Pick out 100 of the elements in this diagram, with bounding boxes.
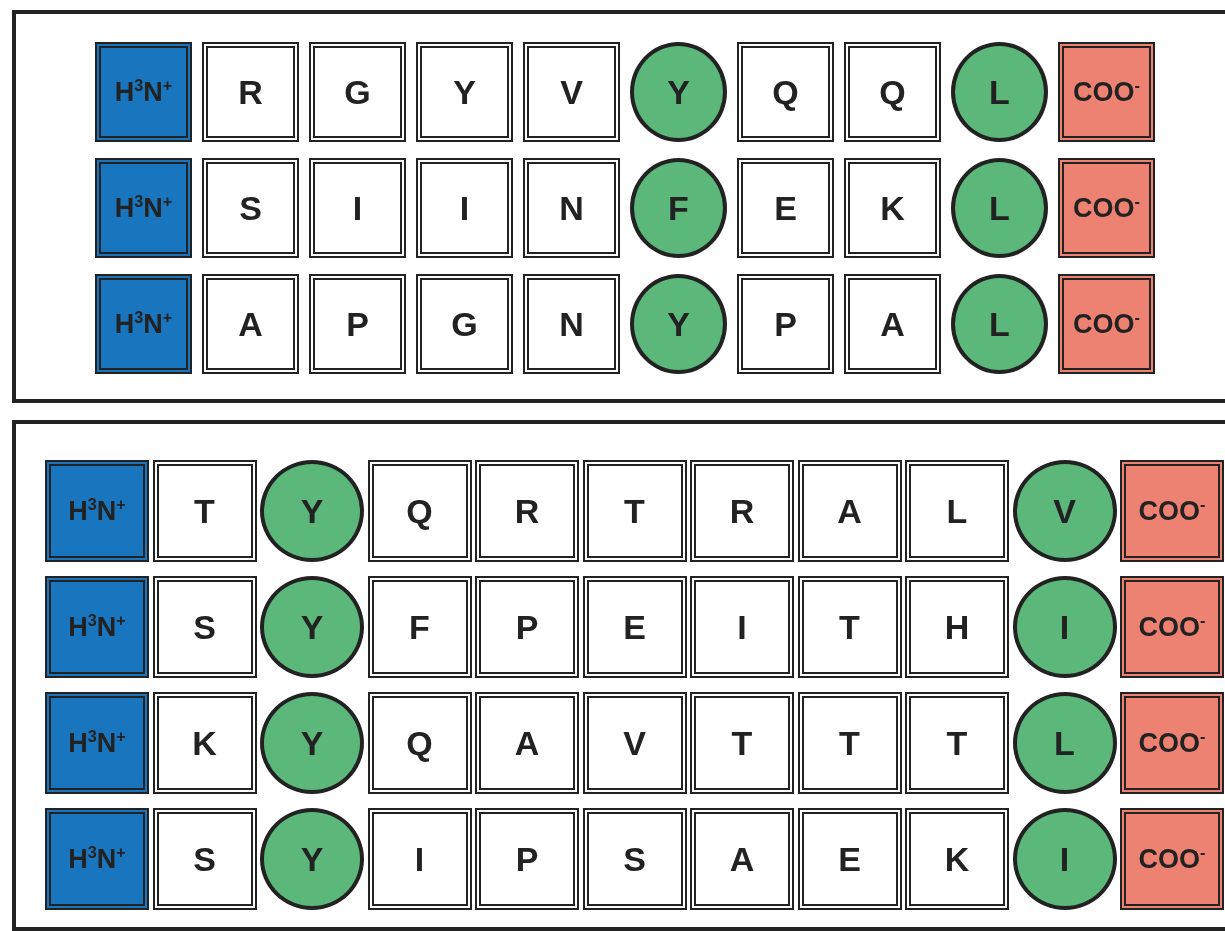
residue-box <box>367 576 472 678</box>
residue-letter: Y <box>300 491 324 531</box>
residue-letter: I <box>737 607 747 647</box>
residue-letter: T <box>194 491 215 531</box>
residue-box <box>844 42 941 142</box>
residue-letter: T <box>839 607 860 647</box>
residue-box <box>797 460 902 562</box>
residue-box <box>475 576 579 678</box>
residue-letter: K <box>880 188 905 228</box>
residue-letter: H <box>944 607 970 647</box>
c-terminus-box <box>1120 460 1224 562</box>
residue-letter: L <box>989 72 1010 112</box>
residue-letter: I <box>1059 607 1070 647</box>
n-terminus-box <box>45 576 149 678</box>
residue-letter: T <box>946 723 968 763</box>
residue-letter: V <box>623 723 646 763</box>
residue-letter: V <box>560 72 583 112</box>
residue-box <box>309 158 406 258</box>
terminus-label: H$^{3}$N$^{+}$ <box>68 611 126 643</box>
residue-letter: S <box>623 839 646 879</box>
residue-letter: Q <box>772 72 799 112</box>
n-terminus-box <box>95 158 192 258</box>
residue-letter: A <box>880 304 905 344</box>
c-terminus-box <box>1058 158 1155 258</box>
terminus-label: H$^{3}$N$^{+}$ <box>68 843 126 875</box>
residue-letter: F <box>668 188 689 228</box>
residue-box <box>905 808 1009 910</box>
residue-box <box>152 460 257 562</box>
residue-box <box>690 576 794 678</box>
residue-letter: A <box>729 839 755 879</box>
terminus-label: COO$^{-}$ <box>1073 308 1140 340</box>
residue-box <box>523 42 620 142</box>
residue-letter: T <box>624 491 645 531</box>
residue-letter: R <box>238 72 263 112</box>
residue-letter: I <box>414 839 425 879</box>
residue-box <box>737 42 834 142</box>
residue-letter: L <box>946 491 968 531</box>
residue-letter: S <box>239 188 262 228</box>
terminus-label: COO$^{-}$ <box>1138 843 1206 875</box>
residue-box <box>582 692 687 794</box>
c-terminus-box <box>1120 576 1224 678</box>
residue-box <box>416 158 513 258</box>
residue-letter: L <box>989 188 1010 228</box>
residue-box <box>690 808 794 910</box>
residue-box <box>202 42 299 142</box>
residue-letter: V <box>1053 491 1076 531</box>
residue-box <box>905 460 1009 562</box>
residue-box <box>309 274 406 374</box>
residue-letter: Q <box>406 723 433 763</box>
residue-box <box>152 808 257 910</box>
terminus-label: COO$^{-}$ <box>1138 611 1206 643</box>
residue-letter: I <box>459 188 470 228</box>
terminus-label: H$^{3}$N$^{+}$ <box>114 192 173 224</box>
residue-letter: P <box>515 607 539 647</box>
residue-box <box>905 692 1009 794</box>
n-terminus-box <box>45 808 149 910</box>
residue-box <box>844 274 941 374</box>
n-terminus-box <box>45 692 149 794</box>
panel-frame <box>12 420 1225 931</box>
residue-box <box>582 576 687 678</box>
residue-letter: I <box>1059 839 1070 879</box>
c-terminus-box <box>1120 808 1224 910</box>
terminus-label: H$^{3}$N$^{+}$ <box>114 308 173 340</box>
residue-box <box>523 274 620 374</box>
residue-letter: I <box>352 188 363 228</box>
terminus-label: COO$^{-}$ <box>1138 495 1206 527</box>
residue-box <box>367 808 472 910</box>
residue-letter: G <box>344 72 371 112</box>
residue-letter: N <box>559 304 584 344</box>
terminus-label: COO$^{-}$ <box>1073 76 1140 108</box>
residue-letter: Q <box>879 72 906 112</box>
residue-letter: A <box>837 491 862 531</box>
terminus-label: COO$^{-}$ <box>1138 727 1206 759</box>
residue-letter: G <box>451 304 478 344</box>
residue-letter: Y <box>300 839 324 879</box>
residue-letter: L <box>1054 723 1075 763</box>
residue-box <box>737 158 834 258</box>
residue-letter: S <box>193 607 216 647</box>
residue-box <box>737 274 834 374</box>
residue-letter: E <box>623 607 646 647</box>
residue-letter: E <box>774 188 797 228</box>
n-terminus-box <box>45 460 149 562</box>
residue-box <box>690 692 794 794</box>
residue-box <box>523 158 620 258</box>
residue-box <box>797 808 902 910</box>
terminus-label: H$^{3}$N$^{+}$ <box>68 727 126 759</box>
residue-box <box>309 42 406 142</box>
residue-box <box>475 460 579 562</box>
terminus-label: H$^{3}$N$^{+}$ <box>68 495 126 527</box>
n-terminus-box <box>95 42 192 142</box>
residue-letter: Y <box>300 607 324 647</box>
residue-box <box>475 692 579 794</box>
residue-box <box>367 460 472 562</box>
residue-letter: Y <box>667 72 690 112</box>
residue-letter: L <box>989 304 1010 344</box>
residue-box <box>152 692 257 794</box>
residue-box <box>416 274 513 374</box>
residue-letter: S <box>193 839 216 879</box>
residue-box <box>797 692 902 794</box>
residue-letter: K <box>192 723 217 763</box>
